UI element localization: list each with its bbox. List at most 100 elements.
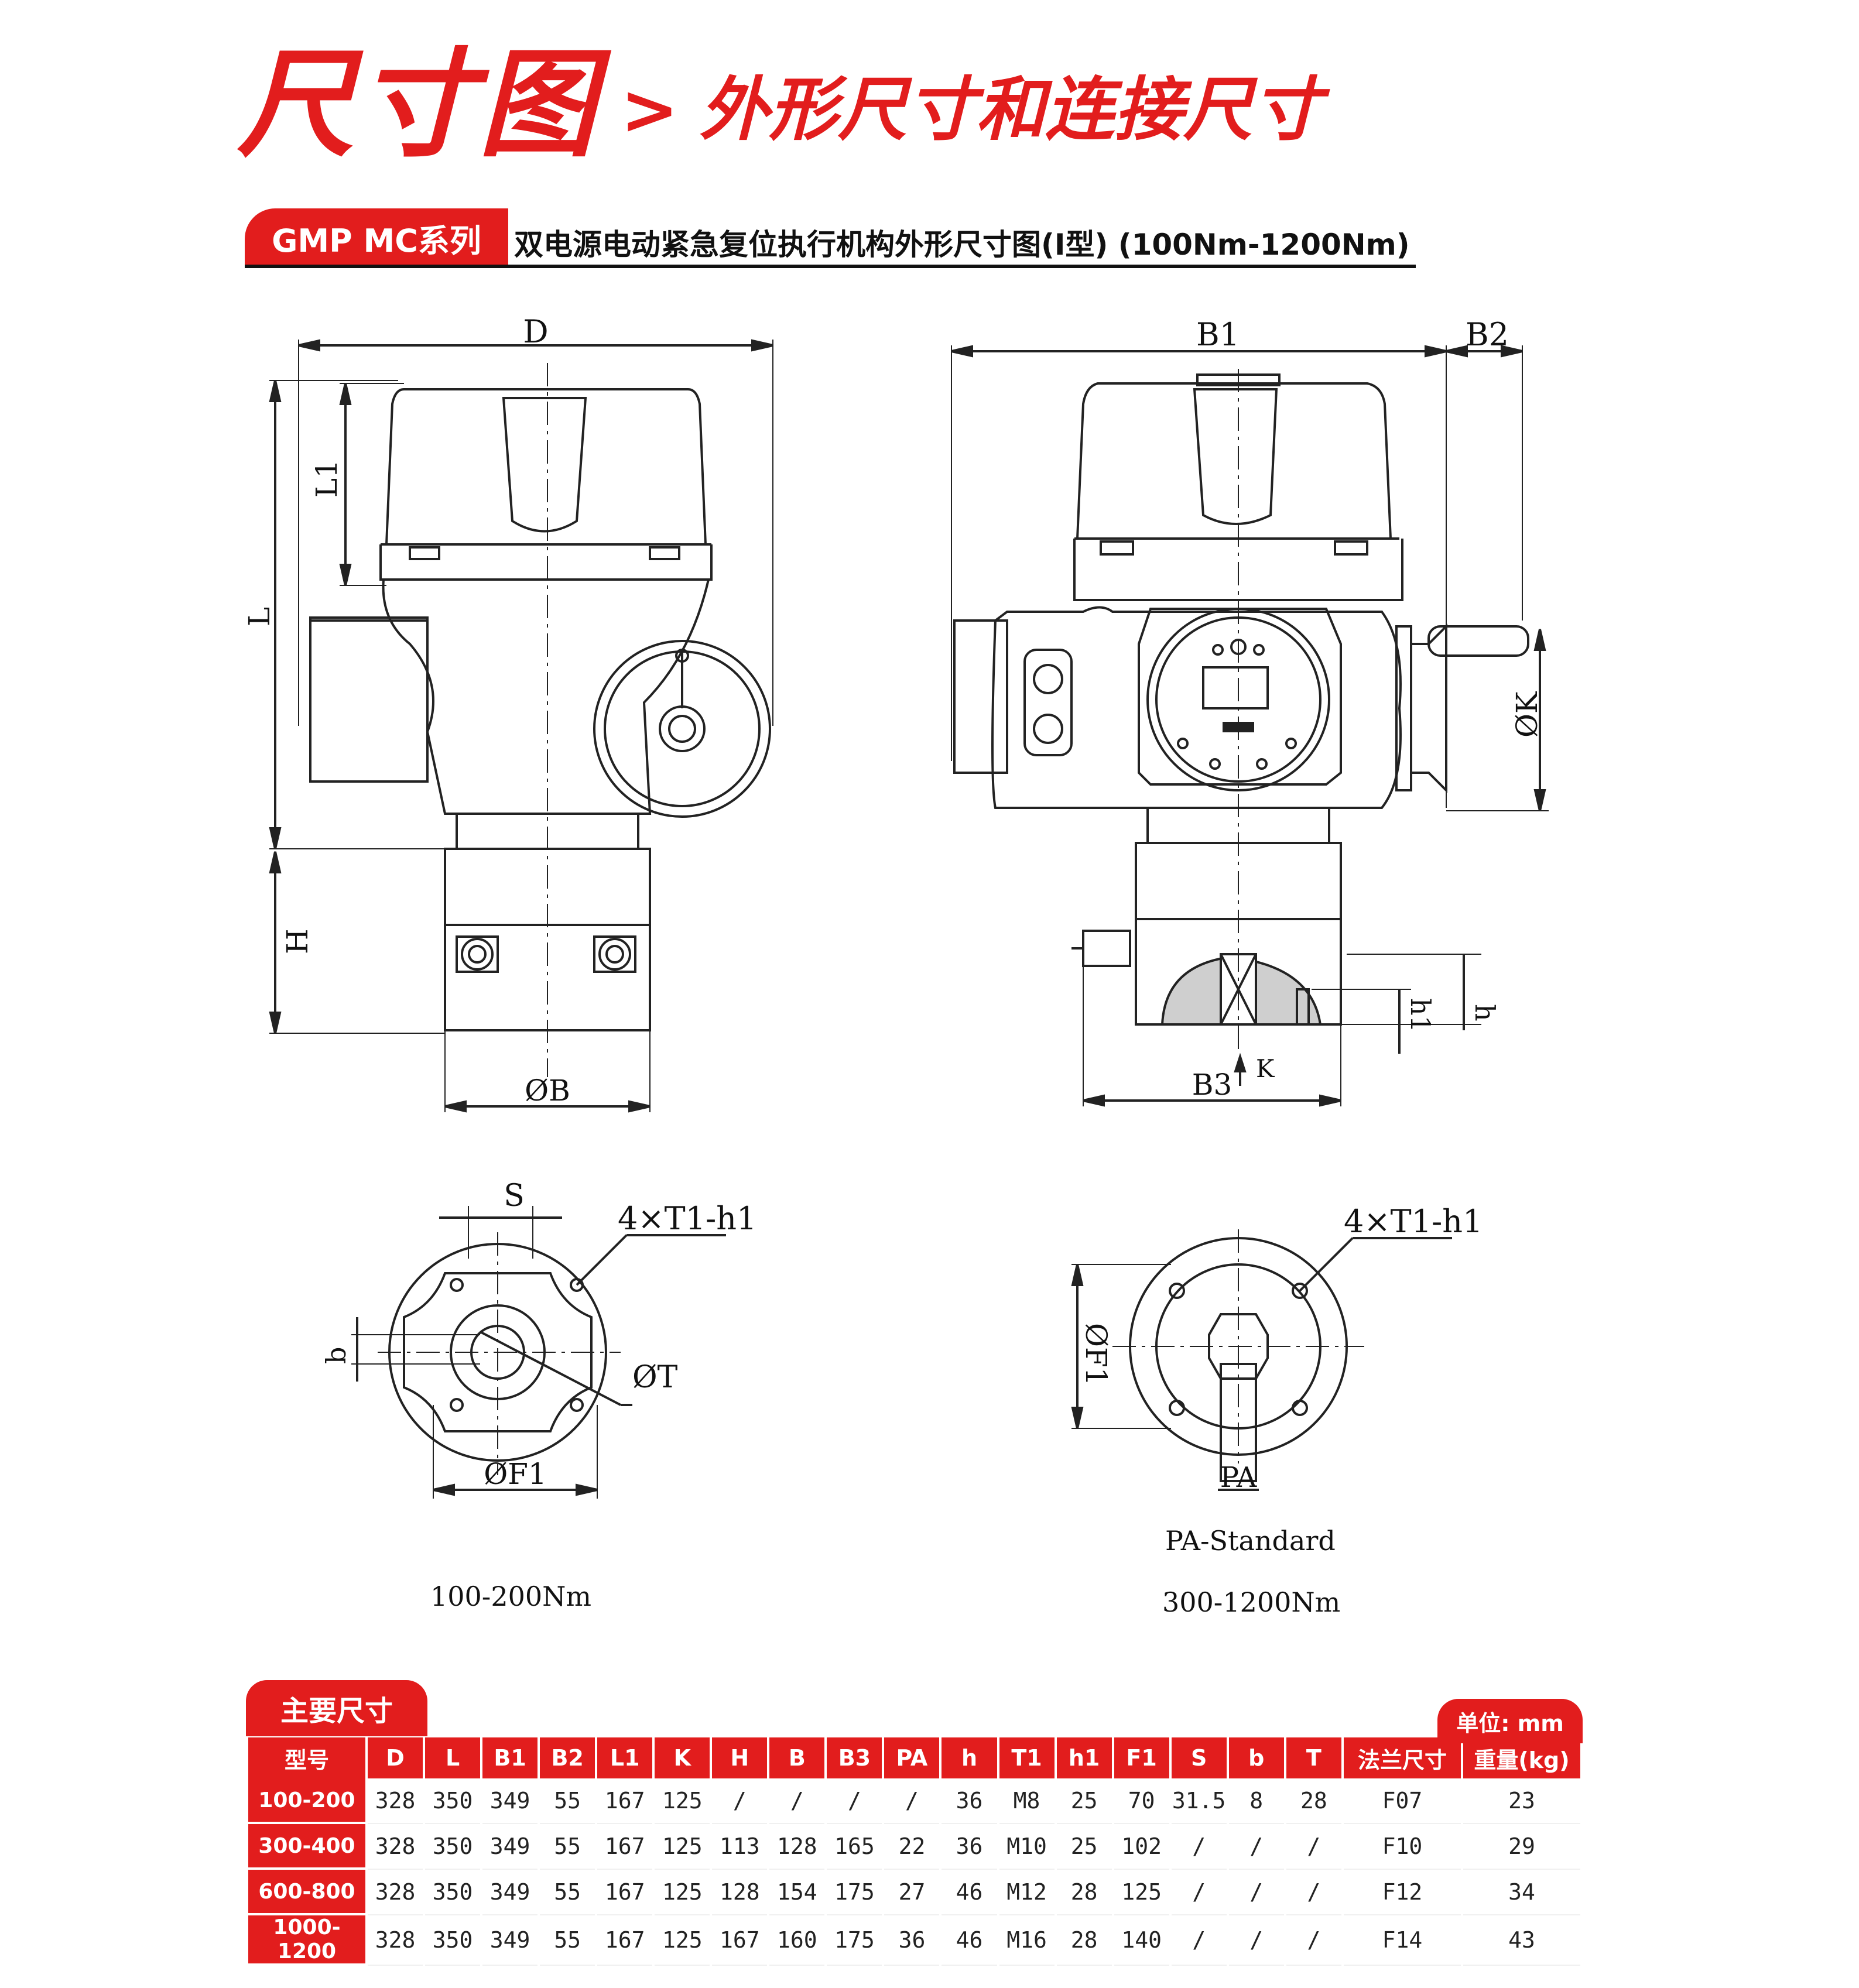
dim-h1: h1 <box>1405 998 1436 1033</box>
table-cell: 350 <box>425 1915 481 1966</box>
table-cell: 8 <box>1228 1778 1284 1824</box>
header-cell: 型号 <box>248 1737 365 1778</box>
table-cell: 160 <box>769 1915 825 1966</box>
table-cell: 125 <box>1114 1870 1169 1915</box>
header-cell: B3 <box>827 1737 882 1778</box>
table-cell: 328 <box>368 1778 423 1824</box>
table-cell: 175 <box>827 1915 882 1966</box>
page-title: 尺寸图 <box>237 37 600 173</box>
table-tag: 主要尺寸 <box>246 1680 427 1736</box>
table-cell: M10 <box>999 1824 1055 1870</box>
table-cell: 349 <box>482 1824 538 1870</box>
side-view: B1 B2 ØK <box>951 316 1549 1107</box>
dim-D: D <box>523 313 548 350</box>
table-cell: M8 <box>999 1778 1055 1824</box>
table-cell: 125 <box>655 1870 710 1915</box>
table-cell: / <box>712 1778 768 1824</box>
unit-tag: 单位: mm <box>1437 1699 1583 1743</box>
table-cell: 27 <box>884 1870 940 1915</box>
dim-B: ØB <box>525 1074 570 1108</box>
table-cell: / <box>1171 1824 1227 1870</box>
dim-hole-small: 4×T1-h1 <box>618 1200 756 1237</box>
dim-PA: PA <box>1220 1461 1258 1494</box>
header-cell: T <box>1286 1737 1341 1778</box>
dim-hole-large: 4×T1-h1 <box>1344 1203 1483 1240</box>
table-cell: 328 <box>368 1870 423 1915</box>
table-cell: 128 <box>712 1870 768 1915</box>
dimensions-table: 型号 D L B1 B2 L1 K H B B3 PA h T1 h1 F1 S… <box>246 1737 1583 1966</box>
table-cell: 349 <box>482 1778 538 1824</box>
table-cell: F10 <box>1344 1824 1461 1870</box>
series-title: 双电源电动紧急复位执行机构外形尺寸图(I型) (100Nm-1200Nm) <box>514 228 1410 262</box>
table-cell: / <box>1228 1870 1284 1915</box>
header-cell: L1 <box>597 1737 653 1778</box>
model-cell: 1000-1200 <box>248 1915 365 1966</box>
header-cell: PA <box>884 1737 940 1778</box>
table-cell: 125 <box>655 1778 710 1824</box>
header-cell: F1 <box>1114 1737 1169 1778</box>
table-cell: M12 <box>999 1870 1055 1915</box>
table-cell: 154 <box>769 1870 825 1915</box>
table-cell: 43 <box>1463 1915 1580 1966</box>
table-cell: / <box>1286 1915 1341 1966</box>
dim-F1-large: ØF1 <box>1079 1323 1113 1386</box>
table-cell: 28 <box>1286 1778 1341 1824</box>
dim-L1: L1 <box>310 460 344 498</box>
table-cell: 167 <box>597 1778 653 1824</box>
dim-b: b <box>320 1347 352 1364</box>
table-cell: 70 <box>1114 1778 1169 1824</box>
flange-small: S 4×T1-h1 b ØT ØF1 <box>320 1178 756 1499</box>
header-cell: T1 <box>999 1737 1055 1778</box>
table-cell: 328 <box>368 1915 423 1966</box>
table-cell: F07 <box>1344 1778 1461 1824</box>
header-cell: B2 <box>540 1737 595 1778</box>
table-cell: 22 <box>884 1824 940 1870</box>
table-cell: 36 <box>942 1824 997 1870</box>
dim-F1-small: ØF1 <box>484 1457 547 1491</box>
header-cell: B <box>769 1737 825 1778</box>
table-cell: 46 <box>942 1915 997 1966</box>
caption-pa-standard: PA-Standard <box>1165 1525 1336 1557</box>
subtitle-text: 外形尺寸和连接尺寸 <box>699 69 1322 150</box>
table-cell: 328 <box>368 1824 423 1870</box>
table-cell: 140 <box>1114 1915 1169 1966</box>
table-cell: 34 <box>1463 1870 1580 1915</box>
dim-h: h <box>1469 1004 1501 1022</box>
header-cell: D <box>368 1737 423 1778</box>
dim-B1: B1 <box>1196 316 1240 353</box>
dim-L: L <box>242 607 276 626</box>
header-cell: K <box>655 1737 710 1778</box>
header-cell: 重量(kg) <box>1463 1737 1580 1778</box>
table-cell: 167 <box>712 1915 768 1966</box>
table-cell: 46 <box>942 1870 997 1915</box>
table-cell: 23 <box>1463 1778 1580 1824</box>
model-cell: 100-200 <box>248 1778 365 1824</box>
caption-small-range: 100-200Nm <box>430 1581 592 1612</box>
table-cell: 102 <box>1114 1824 1169 1870</box>
table-cell: 349 <box>482 1915 538 1966</box>
header-cell: H <box>712 1737 768 1778</box>
dim-H: H <box>280 928 314 954</box>
table-cell: 167 <box>597 1915 653 1966</box>
table-cell: 55 <box>540 1915 595 1966</box>
table-cell: 167 <box>597 1824 653 1870</box>
table-cell: 28 <box>1056 1870 1112 1915</box>
table-cell: / <box>1286 1824 1341 1870</box>
caption-large-range: 300-1200Nm <box>1162 1586 1341 1618</box>
table-cell: 31.5 <box>1171 1778 1227 1824</box>
front-view: D L1 <box>242 313 773 1113</box>
table-cell: 55 <box>540 1870 595 1915</box>
table-cell: 113 <box>712 1824 768 1870</box>
table-header-row: 型号 D L B1 B2 L1 K H B B3 PA h T1 h1 F1 S… <box>248 1737 1580 1778</box>
table-cell: 25 <box>1056 1778 1112 1824</box>
table-cell: / <box>1171 1915 1227 1966</box>
header-cell: h <box>942 1737 997 1778</box>
table-cell: M16 <box>999 1915 1055 1966</box>
table-cell: 350 <box>425 1824 481 1870</box>
table-cell: 125 <box>655 1915 710 1966</box>
table-cell: / <box>1228 1824 1284 1870</box>
header-cell: b <box>1228 1737 1284 1778</box>
